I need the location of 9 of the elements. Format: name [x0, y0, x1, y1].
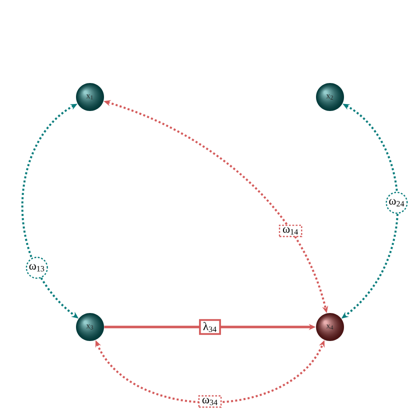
- node-label: x$_{2}$: [326, 94, 333, 100]
- edge-label: ω$_{13}$: [26, 256, 48, 279]
- node-label: x$_{3}$: [86, 324, 94, 330]
- edge-label: ω$_{34}$: [198, 395, 222, 408]
- node-label: x$_{1}$: [86, 94, 93, 100]
- edge-label: λ$_{34}$: [199, 319, 221, 335]
- node-label: x$_{4}$: [326, 324, 334, 330]
- edge-label: ω$_{24}$: [386, 192, 408, 214]
- edge-label: ω$_{14}$: [278, 224, 302, 238]
